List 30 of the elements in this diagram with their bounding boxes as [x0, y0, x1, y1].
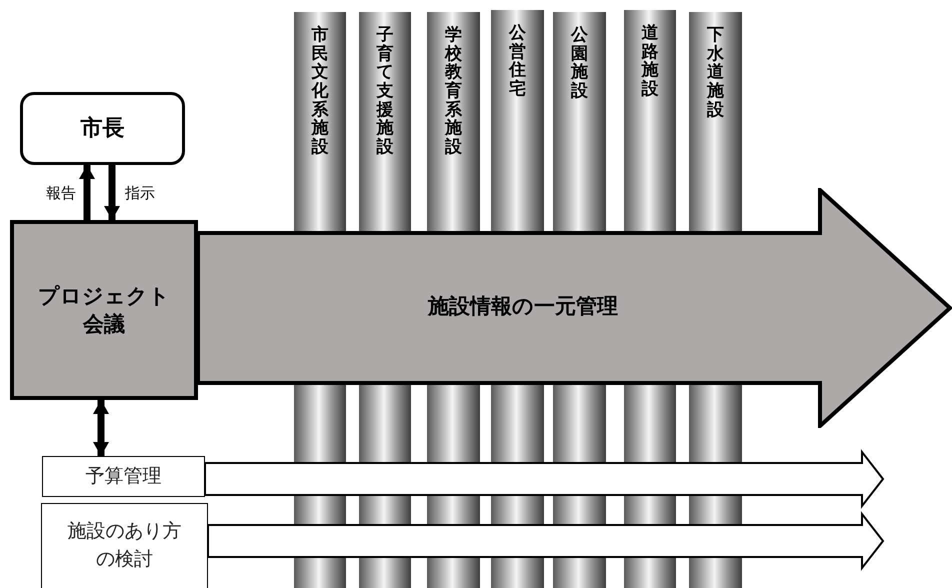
facility-column: [294, 12, 346, 233]
facility-column: [427, 12, 480, 233]
box-label: 予算管理: [86, 464, 162, 489]
column-label: 子育て支援施設: [376, 26, 394, 157]
arrow: [79, 165, 95, 220]
text-box: [42, 456, 205, 497]
column-label: 下水道施設: [707, 26, 724, 120]
rounded-box: [20, 92, 185, 165]
edge-label: 報告: [45, 184, 77, 202]
meeting-box: [10, 220, 198, 400]
column-label: 公園施設: [571, 26, 588, 101]
hollow-arrow: [204, 449, 884, 509]
hollow-arrow: [207, 511, 884, 571]
box-label: 市長: [80, 114, 124, 143]
facility-column: [553, 12, 606, 233]
column-label: 学校教育系施設: [445, 26, 462, 157]
column-label: 市民文化系施設: [312, 26, 328, 157]
facility-column: [624, 10, 676, 233]
column-label: 道路施設: [642, 24, 658, 99]
edge-label: 指示: [124, 184, 156, 202]
arrow-label: 施設情報の一元管理: [426, 293, 619, 320]
box-label: 施設のあり方の検討: [66, 519, 182, 572]
facility-column: [359, 12, 411, 233]
facility-column: [491, 10, 544, 233]
arrow: [93, 400, 109, 456]
column-label: 公営住宅: [509, 24, 526, 99]
arrow: [104, 165, 120, 220]
text-box: [41, 503, 208, 588]
facility-column: [689, 12, 742, 233]
box-label: プロジェクト会議: [37, 282, 171, 338]
